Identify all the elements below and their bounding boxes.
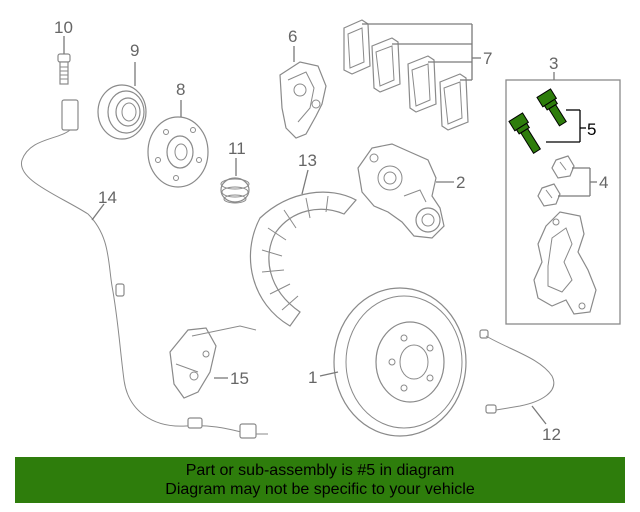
label-2: 2: [456, 173, 465, 192]
leader-14: [91, 203, 105, 221]
caliper-bracket[interactable]: [533, 211, 597, 315]
label-4: 4: [599, 173, 608, 192]
part-8-hub[interactable]: [147, 116, 209, 188]
leader-7: [362, 23, 481, 81]
part-2-knuckle[interactable]: [357, 143, 445, 239]
part-14-sensor-cable[interactable]: [21, 99, 268, 439]
part-4-guide-boots[interactable]: [537, 155, 575, 207]
part-15-bracket[interactable]: [169, 325, 257, 399]
part-11-seal[interactable]: [220, 177, 250, 204]
part-13-dust-shield[interactable]: [249, 191, 357, 327]
leader-5: [546, 109, 586, 143]
label-13: 13: [298, 151, 317, 170]
label-7: 7: [483, 49, 492, 68]
label-11: 11: [228, 139, 246, 158]
part-6-caliper-housing[interactable]: [279, 61, 327, 139]
label-10: 10: [54, 18, 73, 37]
label-15: 15: [230, 369, 249, 388]
leader-12: [531, 405, 547, 425]
part-12-wear-sensor[interactable]: [479, 329, 555, 414]
part-10-bolt[interactable]: [57, 53, 71, 85]
brake-parts-diagram: 10 9 8 11 6: [21, 18, 621, 444]
part-1-rotor[interactable]: [333, 287, 467, 437]
leader-1: [319, 371, 339, 377]
part-5-bolts[interactable]: [508, 88, 570, 155]
label-8: 8: [176, 80, 185, 99]
part-7-brake-pads[interactable]: [343, 19, 469, 131]
part-9-bearing[interactable]: [97, 84, 147, 140]
label-5: 5: [587, 120, 596, 139]
label-9: 9: [130, 41, 139, 60]
label-1: 1: [308, 368, 317, 387]
banner-line-2: Diagram may not be specific to your vehi…: [165, 481, 475, 498]
leader-4: [558, 167, 597, 197]
banner-line-1: Part or sub-assembly is #5 in diagram: [185, 462, 455, 479]
label-3: 3: [549, 54, 558, 73]
label-12: 12: [542, 425, 561, 444]
info-banner: Part or sub-assembly is #5 in diagram Di…: [15, 457, 625, 503]
leader-13: [301, 169, 309, 195]
label-6: 6: [288, 27, 297, 46]
label-14: 14: [98, 188, 117, 207]
